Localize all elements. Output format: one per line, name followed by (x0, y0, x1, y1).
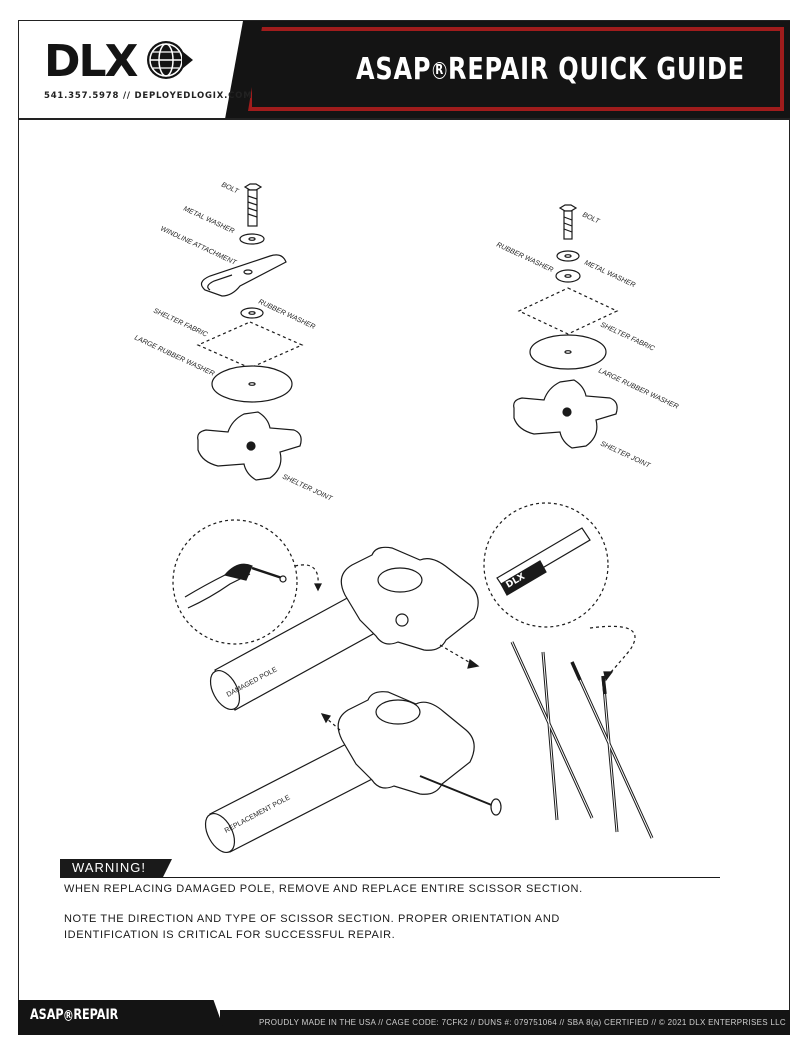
metal-washer-left (239, 233, 265, 245)
warning-tab (60, 859, 172, 877)
large-rubber-washer-right (529, 334, 607, 370)
replacement-pole-assembly (204, 691, 502, 853)
metal-washer-right (555, 269, 581, 283)
header-divider (18, 118, 790, 120)
warning-rule (60, 877, 720, 878)
label-shelter-fabric-left: SHELTER FABRIC (152, 307, 209, 339)
rubber-washer-right (556, 250, 580, 262)
pole-tag-detail (483, 502, 636, 682)
label-rubber-washer-right: RUBBER WASHER (495, 241, 554, 273)
shelter-fabric-left (196, 321, 304, 369)
large-rubber-washer-left (211, 365, 293, 403)
label-shelter-joint-right: SHELTER JOINT (599, 440, 651, 469)
pliers-detail (172, 519, 322, 645)
shelter-fabric-right (517, 287, 619, 335)
label-rubber-washer-left: RUBBER WASHER (257, 298, 316, 330)
label-metal-washer-left: METAL WASHER (182, 205, 235, 235)
windline-attachment (200, 254, 287, 297)
label-metal-washer-right: METAL WASHER (583, 259, 636, 289)
footer-legal: PROUDLY MADE IN THE USA // CAGE CODE: 7C… (259, 1018, 786, 1027)
warning-line-1: WHEN REPLACING DAMAGED POLE, REMOVE AND … (64, 883, 583, 895)
title-suffix: REPAIR QUICK GUIDE (448, 52, 745, 87)
title-prefix: ASAP (356, 52, 432, 87)
contact-info: 541.357.5978 // DEPLOYEDLOGIX.COM (44, 91, 253, 101)
warning-line-2: NOTE THE DIRECTION AND TYPE OF SCISSOR S… (64, 913, 560, 925)
label-shelter-fabric-right: SHELTER FABRIC (599, 321, 656, 353)
bolt-head-left (243, 183, 263, 191)
warning-line-3: IDENTIFICATION IS CRITICAL FOR SUCCESSFU… (64, 929, 396, 941)
globe-icon (147, 41, 193, 79)
registered-mark: R (432, 62, 447, 79)
label-bolt-right: BOLT (581, 211, 601, 225)
footer-tab (18, 1000, 226, 1035)
damaged-pole-assembly (209, 546, 480, 711)
footer-label-prefix: ASAP (30, 1007, 64, 1023)
bolt-head-right (558, 204, 578, 212)
left-exploded-diagram (196, 183, 304, 481)
dlx-logo: DLX (44, 36, 138, 87)
label-shelter-joint-left: SHELTER JOINT (281, 473, 333, 502)
label-bolt-left: BOLT (220, 181, 240, 195)
footer-registered-mark: R (64, 1009, 73, 1021)
label-large-rubber-washer-left: LARGE RUBBER WASHER (133, 334, 215, 377)
scissor-poles (510, 641, 654, 839)
footer-band (220, 1010, 790, 1035)
rubber-washer-left (240, 307, 264, 319)
warning-label: WARNING! (72, 860, 146, 875)
right-exploded-diagram (513, 204, 619, 449)
header-banner (225, 21, 790, 119)
footer-label-suffix: REPAIR (73, 1007, 119, 1023)
